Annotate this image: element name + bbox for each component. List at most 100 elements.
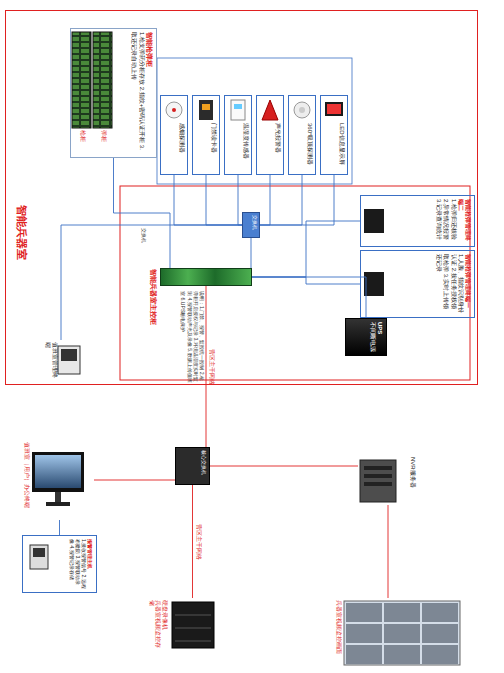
node-text: 兵器室视频监控存储 bbox=[148, 600, 161, 651]
node-text: 弹柜 bbox=[100, 130, 107, 142]
nvr-slot bbox=[364, 466, 392, 470]
smoke-detector-led bbox=[172, 108, 176, 112]
nvr-device bbox=[360, 460, 396, 502]
nvr-slot bbox=[364, 474, 392, 478]
node-text: 枪柜 bbox=[79, 130, 86, 142]
video-wall: 兵器室视频监控画面 bbox=[330, 598, 462, 668]
node-title: 硬盘录像机 bbox=[161, 600, 168, 651]
node-title: LED信息显示屏 bbox=[338, 123, 345, 172]
network-link bbox=[192, 485, 193, 598]
node-text: 1.接收报警信号 2.远程布撤防 3.报警联动录像 4.报警记录存储 bbox=[69, 539, 87, 589]
node-text: 1.人脸、指纹识别身份认证 2.按任务授权领取枪弹 3.实时上传领还记录 bbox=[435, 254, 464, 314]
network-switch: 交换机 bbox=[242, 212, 260, 238]
gun-cabinet-panel: 智能枪弹柜枪柜 弹柜 1.枪支弹药分柜存放 2.指纹+密码认证开柜 3.取还记录自动… bbox=[70, 28, 157, 158]
network-link bbox=[260, 175, 270, 225]
terminal-device-icon bbox=[364, 272, 384, 296]
ammo-rack bbox=[93, 32, 112, 128]
monitor-screen bbox=[35, 455, 81, 488]
nvr-server: NVR服务器 bbox=[358, 455, 418, 505]
node-text: 1.枪支弹药分柜存放 2.指纹+密码认证开柜 3.取还记录自动上传 bbox=[130, 32, 144, 154]
alarm-siren: 声光报警器 bbox=[256, 95, 284, 175]
monitor-frame bbox=[32, 452, 84, 492]
network-link bbox=[252, 277, 366, 318]
dvr-device bbox=[172, 602, 214, 648]
edge-label: 营区主干网络 bbox=[196, 524, 202, 560]
node-title: 360°吸顶探测器 bbox=[306, 123, 313, 172]
core-switch: 核心交换机 bbox=[175, 447, 210, 485]
duty-terminal-icon bbox=[58, 346, 80, 374]
led-display-icon bbox=[325, 102, 343, 116]
alarm-siren-icon bbox=[262, 100, 278, 120]
network-link bbox=[210, 466, 358, 467]
network-link bbox=[252, 277, 360, 284]
dvr-slot bbox=[175, 628, 211, 629]
node-title: 核心交换机 bbox=[201, 450, 207, 482]
terminal-device-icon bbox=[364, 209, 384, 233]
node-title: 智能兵器室 bbox=[15, 205, 28, 260]
inner-room-frame bbox=[120, 186, 470, 380]
network-link bbox=[94, 480, 175, 481]
video-wall-tiles bbox=[345, 602, 459, 665]
network-link bbox=[174, 175, 242, 225]
ceiling-detector-lens bbox=[299, 107, 305, 113]
network-link bbox=[260, 175, 302, 225]
nvr-slot bbox=[364, 482, 392, 486]
monitor-stand bbox=[55, 492, 61, 502]
network-link bbox=[251, 238, 252, 268]
ceiling-detector-icon bbox=[294, 102, 310, 118]
video-wall-screen bbox=[344, 601, 460, 665]
led-display: LED信息显示屏 bbox=[320, 95, 348, 175]
network-link bbox=[252, 221, 360, 277]
office-terminal: 值班室（用户）办公终端 bbox=[14, 440, 94, 520]
sensor-group-frame bbox=[157, 58, 352, 184]
ceiling-detector: 360°吸顶探测器 bbox=[288, 95, 316, 175]
smoke-detector-icon bbox=[166, 102, 182, 118]
node-text: 说明：1.门禁、报警、监控统一控制 2.枪弹柜开启授权与记录 3.环境温湿度实时… bbox=[159, 291, 205, 385]
monitor-base bbox=[46, 502, 70, 506]
node-title: 智能枪弹柜 bbox=[145, 32, 153, 154]
video-recorder: 硬盘录像机兵器室视频监控存储 bbox=[145, 598, 220, 653]
thermo-sensor-icon bbox=[231, 100, 245, 120]
network-link bbox=[206, 175, 242, 225]
node-title: 智能枪弹管理终端二 bbox=[457, 199, 471, 243]
node-title: 智能枪弹管理终端一 bbox=[464, 254, 471, 314]
node-title: 兵器室视频监控画面 bbox=[335, 600, 342, 666]
node-title: 值班室管理终端 bbox=[45, 342, 58, 378]
gun-rack bbox=[72, 32, 91, 128]
node-title: 报警管理主机 bbox=[87, 539, 93, 589]
node-title: 温湿度传感器 bbox=[242, 123, 249, 172]
card-reader-screen bbox=[202, 104, 210, 110]
network-link bbox=[388, 505, 389, 598]
node-text: 1.枪弹归还核验 2.异常情况报警 3.记录查询统计 bbox=[435, 199, 457, 243]
card-reader-icon bbox=[199, 100, 213, 120]
led-display-face bbox=[327, 104, 341, 114]
dvr-slot bbox=[175, 641, 211, 642]
node-title: UPS bbox=[376, 322, 383, 352]
node-title: NVR服务器 bbox=[409, 457, 416, 503]
ups-unit: UPS不间断电源 bbox=[345, 318, 387, 356]
network-link bbox=[206, 286, 207, 447]
temperature-sensor: 温湿度传感器 bbox=[224, 95, 252, 175]
node-text: 不间断电源 bbox=[369, 322, 376, 352]
node-title: 感烟探测器 bbox=[178, 123, 185, 172]
node-title: 交换机 bbox=[252, 215, 258, 235]
main-control-cabinet: 智能兵器室主控柜说明：1.门禁、报警、监控统一控制 2.枪弹柜开启授权与记录 3… bbox=[160, 268, 252, 286]
node-title: 值班室（用户）办公终端 bbox=[23, 442, 30, 518]
node-title: 声光报警器 bbox=[274, 123, 281, 172]
network-link bbox=[59, 520, 60, 535]
duty-terminal-screen bbox=[61, 349, 77, 361]
card-reader: 门禁读卡器 bbox=[192, 95, 220, 175]
node-title: 智能兵器室主控柜 bbox=[149, 269, 157, 325]
node-title: 门禁读卡器 bbox=[210, 123, 217, 172]
network-link bbox=[260, 175, 334, 225]
alarm-host-icon bbox=[30, 545, 48, 569]
management-terminal: 智能枪弹管理终端一1.人脸、指纹识别身份认证 2.按任务授权领取枪弹 3.实时上… bbox=[360, 250, 475, 318]
dvr-slot bbox=[175, 615, 211, 616]
duty-terminal: 值班室管理终端 bbox=[38, 340, 84, 380]
smoke-detector: 感烟探测器 bbox=[160, 95, 188, 175]
part-label: 交换机 bbox=[140, 228, 146, 243]
alarm-host-screen bbox=[33, 548, 45, 557]
